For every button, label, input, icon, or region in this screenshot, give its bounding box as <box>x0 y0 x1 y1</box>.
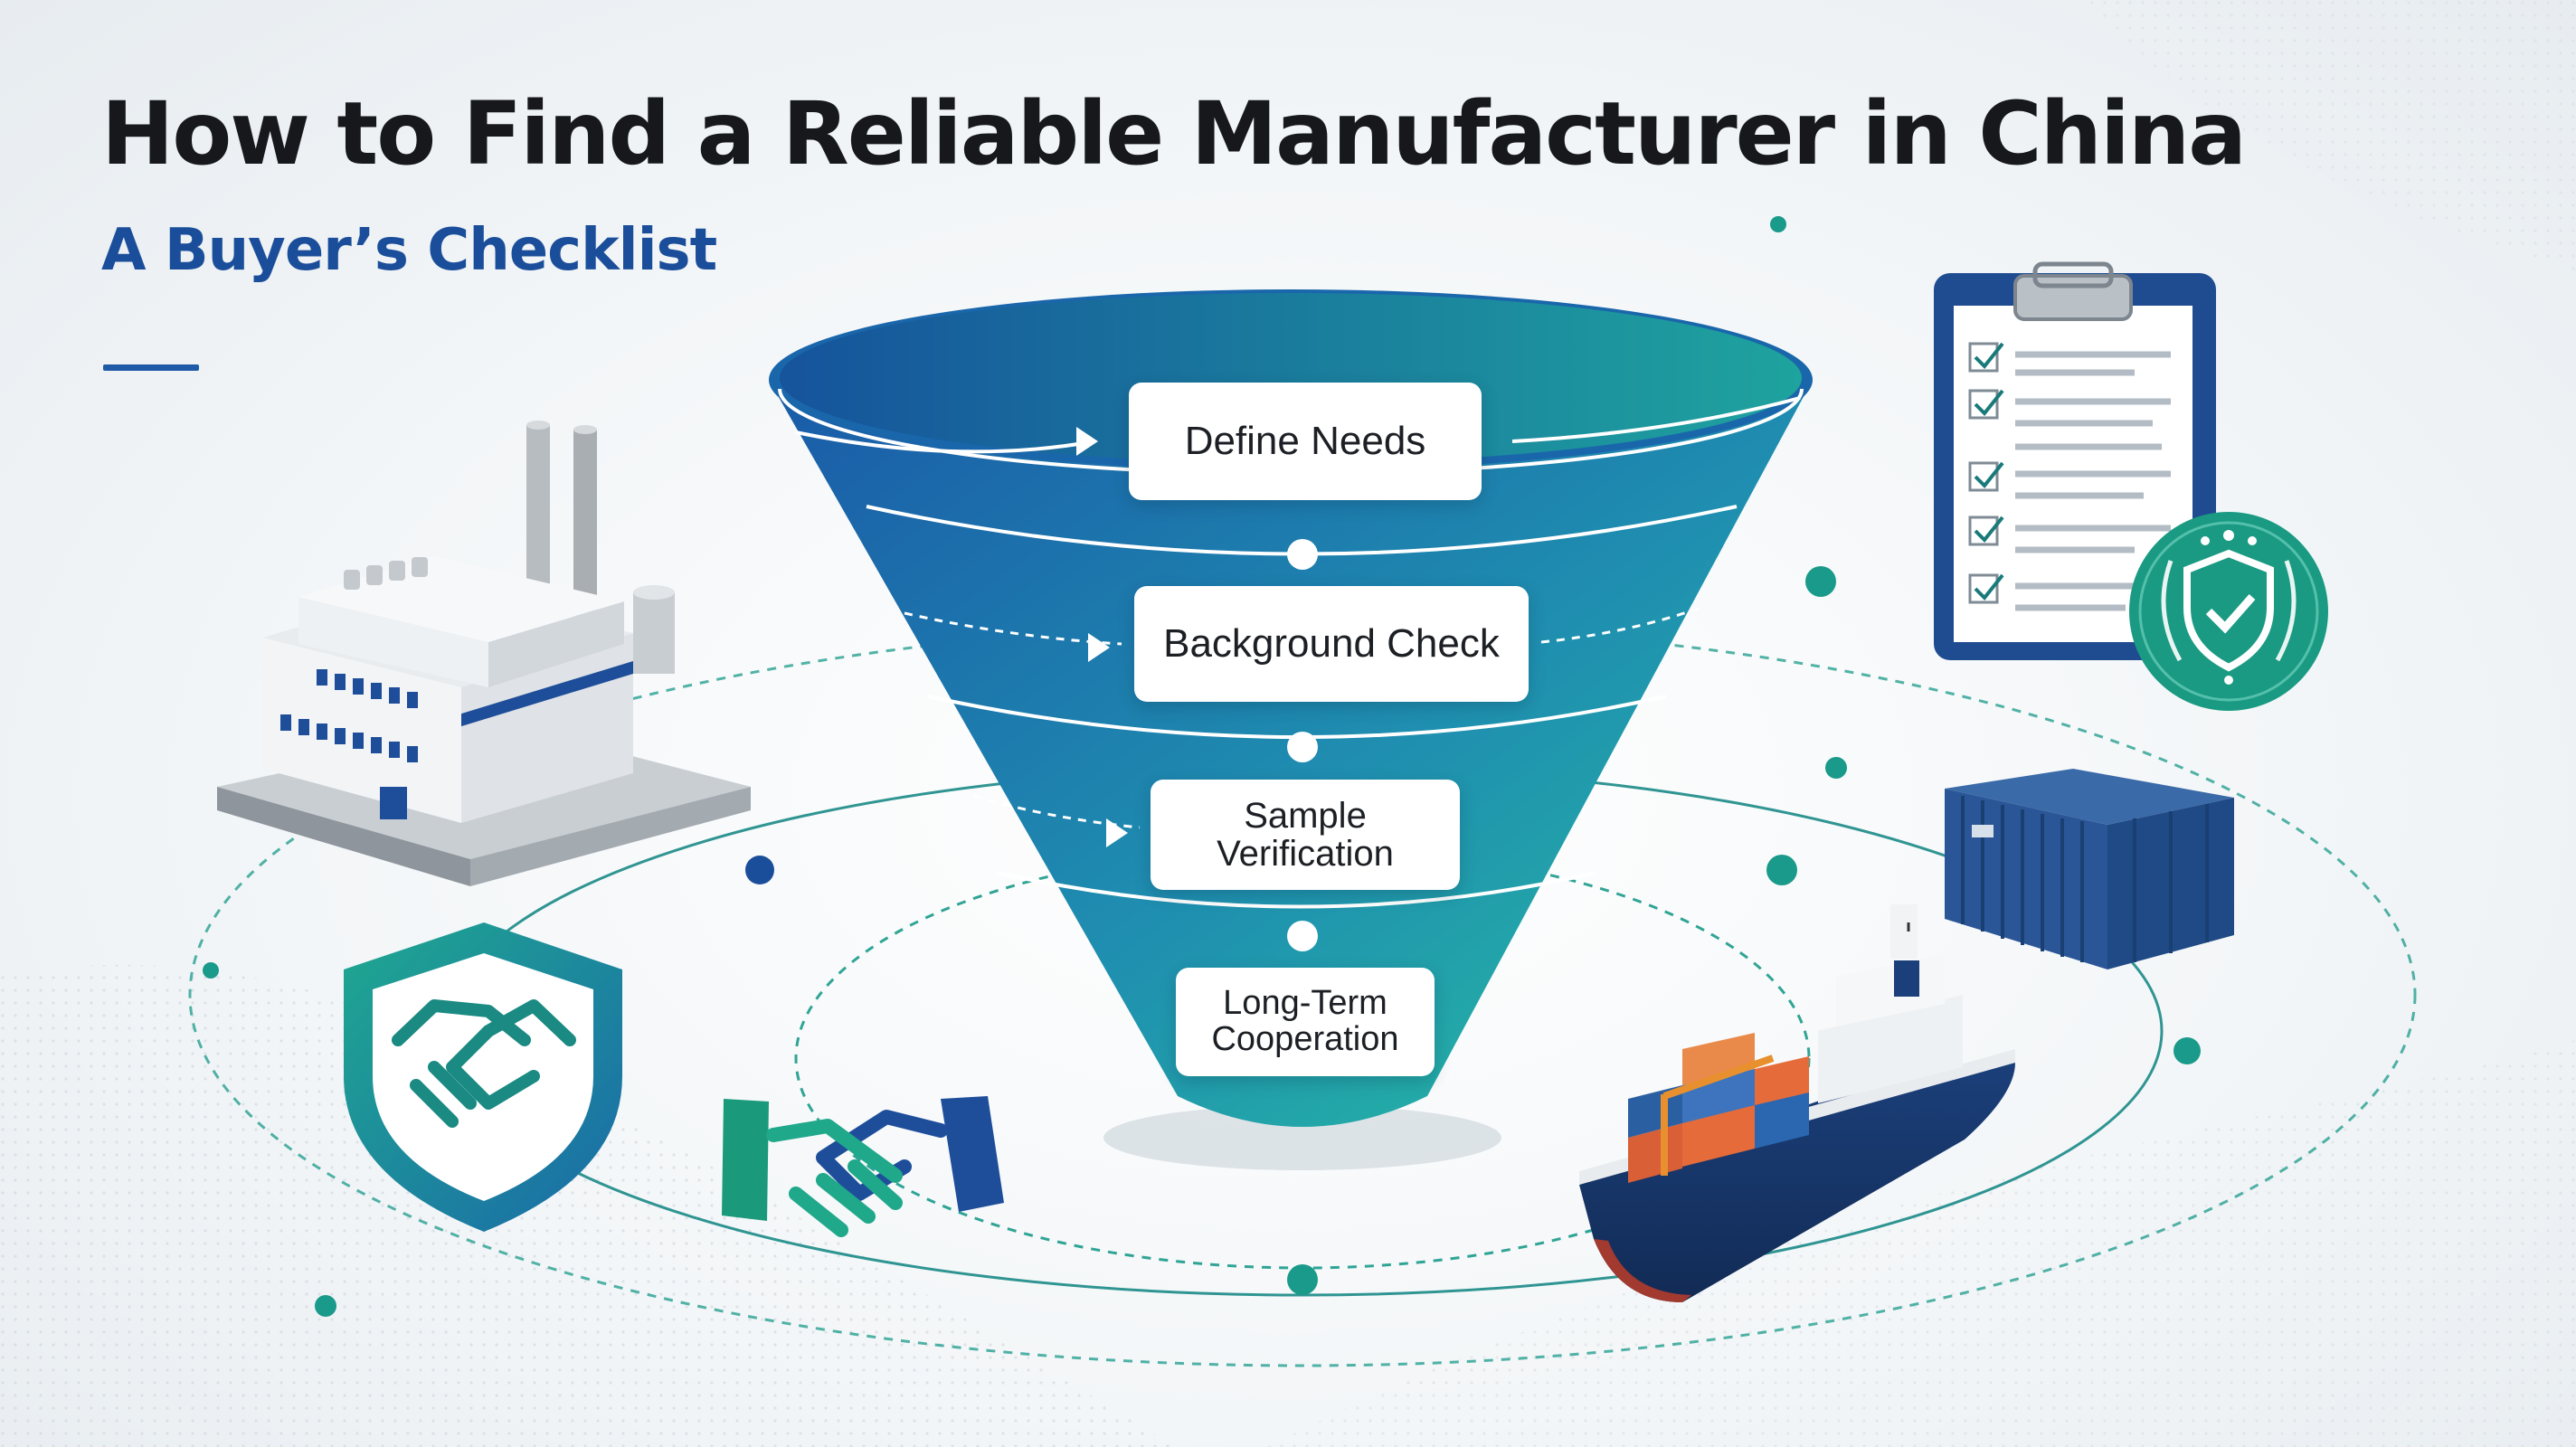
step-long-term-cooperation: Long-Term Cooperation <box>1176 968 1435 1076</box>
step-connector-node <box>1287 539 1318 570</box>
shipping-container-icon <box>1945 769 2234 969</box>
step-label-line1: Long-Term <box>1223 984 1387 1023</box>
orbit-nodes <box>203 216 2201 1317</box>
arrow-right-icon <box>1088 633 1110 662</box>
step-define-needs: Define Needs <box>1129 383 1482 500</box>
title-accent-line <box>103 364 199 371</box>
cargo-ship-icon <box>1579 904 2015 1302</box>
handshake-icon <box>722 1096 1004 1237</box>
orbit-node <box>1825 757 1847 779</box>
orbit-node <box>315 1295 336 1317</box>
handshake-shield-icon <box>344 922 622 1232</box>
arrow-right-icon <box>1106 818 1128 847</box>
orbit-node <box>745 856 774 884</box>
step-connector-node <box>1287 921 1318 951</box>
arrow-right-icon <box>1076 427 1098 456</box>
orbit-node <box>1805 566 1836 597</box>
step-label: Define Needs <box>1184 418 1426 463</box>
orbit-node <box>1770 216 1786 232</box>
page-subtitle: A Buyer’s Checklist <box>101 217 717 284</box>
funnel-shadow <box>1103 1105 1501 1170</box>
step-label-line2: Verification <box>1217 834 1394 874</box>
page-title: How to Find a Reliable Manufacturer in C… <box>101 83 2247 184</box>
step-label: Background Check <box>1163 620 1500 666</box>
funnel <box>769 289 1813 1127</box>
step-sample-verification: Sample Verification <box>1151 780 1460 890</box>
step-background-check: Background Check <box>1134 586 1529 702</box>
factory-icon <box>217 421 751 886</box>
orbit-node <box>2174 1037 2201 1064</box>
orbit-node <box>1766 855 1797 885</box>
quality-badge-icon <box>2129 512 2328 711</box>
step-connector-node <box>1287 732 1318 762</box>
orbit-node <box>1287 1264 1318 1295</box>
step-label-line1: Sample <box>1244 796 1367 836</box>
orbit-node <box>203 962 219 979</box>
step-label-line2: Cooperation <box>1211 1020 1399 1058</box>
